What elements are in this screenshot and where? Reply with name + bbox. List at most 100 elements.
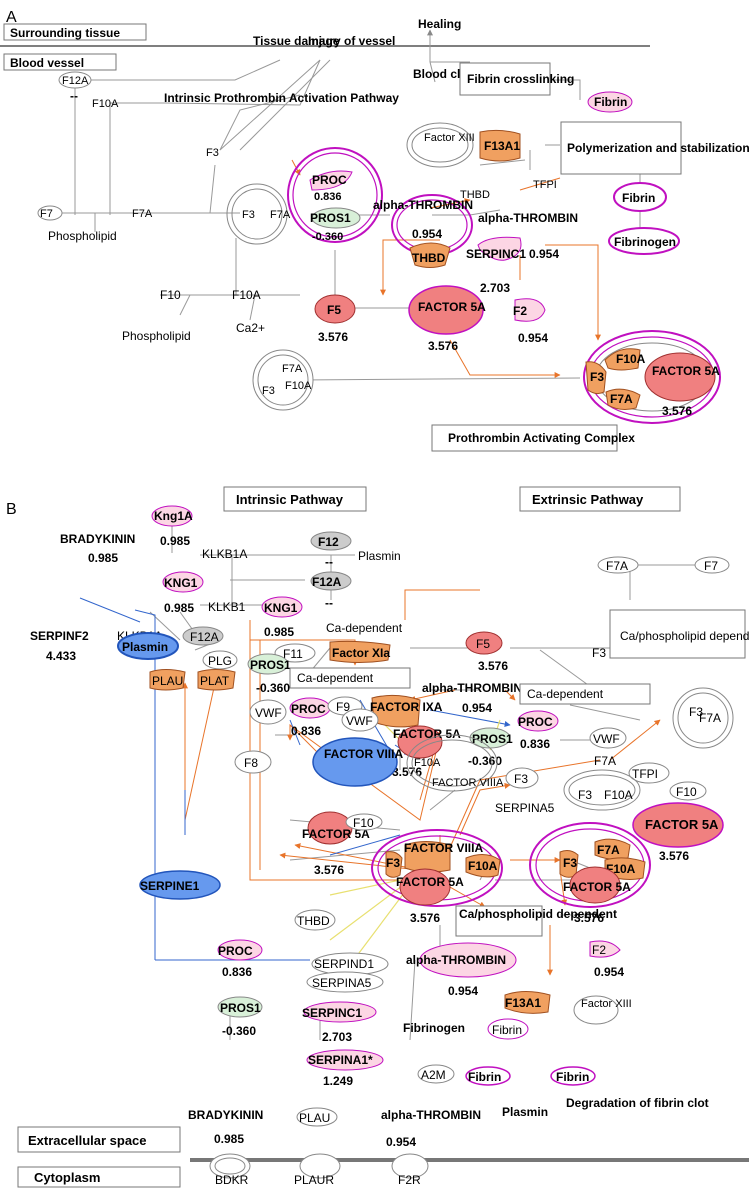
- factor13-label: Factor XIII: [424, 132, 475, 144]
- node-f5: [465, 631, 503, 655]
- node-plaur: [299, 1153, 341, 1179]
- f12-value: --: [325, 555, 333, 569]
- ca-dependent-box-1-text: Ca-dependent: [297, 671, 374, 685]
- f11-label: F11: [283, 647, 303, 661]
- node-alpha-thrombin-bottom: [419, 942, 517, 978]
- factor5a-left-value: 3.576: [314, 863, 344, 877]
- factor5a-right-value: 3.576: [659, 849, 689, 863]
- intrinsic-header: Intrinsic Pathway: [236, 492, 344, 507]
- serpinc1-label: SERPINC1: [466, 247, 526, 261]
- pros1c-label: PROS1: [220, 1001, 261, 1015]
- f7a-right-label: F7A: [699, 711, 721, 725]
- node-vwf-3: [589, 727, 627, 749]
- vwf2-label: VWF: [346, 714, 373, 728]
- node-f13a1: [479, 129, 521, 162]
- node-fibrin-r: [550, 1066, 596, 1086]
- serpina5b-label: SERPINA5: [312, 976, 372, 990]
- f9-label: F9: [336, 700, 350, 714]
- factor5a-right-label: FACTOR 5A: [645, 817, 719, 832]
- fibrin-crosslinking-text: Fibrin crosslinking: [467, 72, 574, 86]
- f2r-label: F2R: [398, 1173, 421, 1187]
- polymerization-box: [560, 121, 682, 175]
- cytoplasm-box: [17, 1166, 181, 1188]
- c1-f10a-label: F10A: [468, 859, 498, 873]
- tfpi-label: TFPI: [533, 179, 557, 191]
- blood-vessel-label: Blood vessel: [10, 56, 84, 70]
- alpha-thrombin-right-label: alpha-THROMBIN: [478, 211, 578, 225]
- f13a1-label: F13A1: [484, 139, 520, 153]
- cx-f7a-label: F7A: [282, 363, 303, 375]
- extrinsic-header: Extrinsic Pathway: [532, 492, 644, 507]
- factor5a-left-label: FACTOR 5A: [302, 827, 370, 841]
- f2-value: 0.954: [594, 965, 624, 979]
- f5-label: F5: [327, 303, 341, 317]
- f7-top-label: F7: [704, 559, 718, 573]
- prothrombin-complex-text: Prothrombin Activating Complex: [448, 431, 635, 445]
- node-kng1b: [261, 596, 303, 618]
- f3b-label: F3: [242, 209, 255, 221]
- thbd-label: THBD: [412, 251, 446, 265]
- ca-dependent-box-2: [519, 683, 651, 705]
- f12a-value: --: [70, 89, 78, 103]
- f10a-label: F10A: [414, 757, 441, 769]
- node-factor-viiia-complex: [406, 734, 498, 792]
- node-f2: [514, 298, 546, 322]
- kng1b-value: 0.985: [264, 625, 294, 639]
- fibrinogen-label: Fibrinogen: [614, 235, 676, 249]
- bradykinin2-label: BRADYKININ: [188, 1108, 263, 1122]
- node-plasmin-2: [117, 632, 179, 660]
- bradykinin-label: BRADYKININ: [60, 532, 135, 546]
- f3-mid-label: F3: [578, 788, 592, 802]
- factor5a-value: 3.576: [428, 339, 458, 353]
- bdkr-label: BDKR: [215, 1173, 249, 1187]
- factor-xia-label: Factor XIa: [332, 646, 390, 660]
- klkb1a-label: KLKB1A: [202, 547, 247, 561]
- node-f12a-2: [182, 626, 224, 646]
- extrinsic-header-box: [519, 486, 681, 512]
- node-f11: [274, 643, 316, 663]
- vwf3-label: VWF: [593, 732, 620, 746]
- plasmin3-label: Plasmin: [502, 1105, 548, 1119]
- surrounding-tissue-label: Surrounding tissue: [10, 26, 120, 40]
- c2-value: 3.576: [574, 911, 604, 925]
- f7-label: F7: [40, 208, 53, 220]
- node-fibrin-2: [613, 182, 667, 212]
- thbd-top-label: THBD: [460, 189, 490, 201]
- node-f5: [314, 294, 356, 324]
- node-f8: [234, 750, 272, 774]
- serpina1-label: SERPINA1*: [308, 1053, 373, 1067]
- extracellular-label: Extracellular space: [28, 1133, 147, 1148]
- alpha-thrombin-left-label: alpha-THROMBIN: [373, 198, 473, 212]
- fibrin1-label: Fibrin: [594, 95, 627, 109]
- node-kng1a: [151, 505, 193, 527]
- a2m-label: A2M: [421, 1068, 446, 1082]
- ca-dependent-text: Ca-dependent: [326, 621, 403, 635]
- pc-factor5a-label: FACTOR 5A: [652, 364, 720, 378]
- f2-label: F2: [513, 304, 527, 318]
- f10-label: F10: [353, 816, 374, 830]
- node-f2: [589, 940, 621, 958]
- node-f7a-top: [597, 556, 639, 574]
- prothrombinase-complex-2: [529, 822, 651, 908]
- node-f13a1: [504, 991, 551, 1014]
- proc-label: PROC: [291, 702, 326, 716]
- c2-f3-label: F3: [563, 856, 577, 870]
- serpina1-value: 1.249: [323, 1074, 353, 1088]
- c2-f7a-label: F7A: [597, 843, 620, 857]
- plau-label: PLAU: [152, 674, 183, 688]
- pc-f3-label: F3: [590, 370, 604, 384]
- node-plau-2: [296, 1107, 338, 1127]
- node-fibrinogen: [608, 227, 680, 255]
- f2-value: 0.954: [518, 331, 548, 345]
- fibrin-l-label: Fibrin: [468, 1070, 501, 1084]
- node-kng1: [162, 571, 204, 593]
- plaur-label: PLAUR: [294, 1173, 334, 1187]
- fibrin-g-label: Fibrin: [492, 1023, 522, 1037]
- f13a1-label: F13A1: [505, 996, 541, 1010]
- serpinf2-label: SERPINF2: [30, 629, 89, 643]
- intrinsic-header-box: [223, 486, 367, 512]
- compartment-surrounding: [3, 23, 147, 41]
- klkb1-label: KLKB1: [208, 600, 246, 614]
- pc-value: 3.576: [662, 404, 692, 418]
- node-proc: [309, 170, 353, 191]
